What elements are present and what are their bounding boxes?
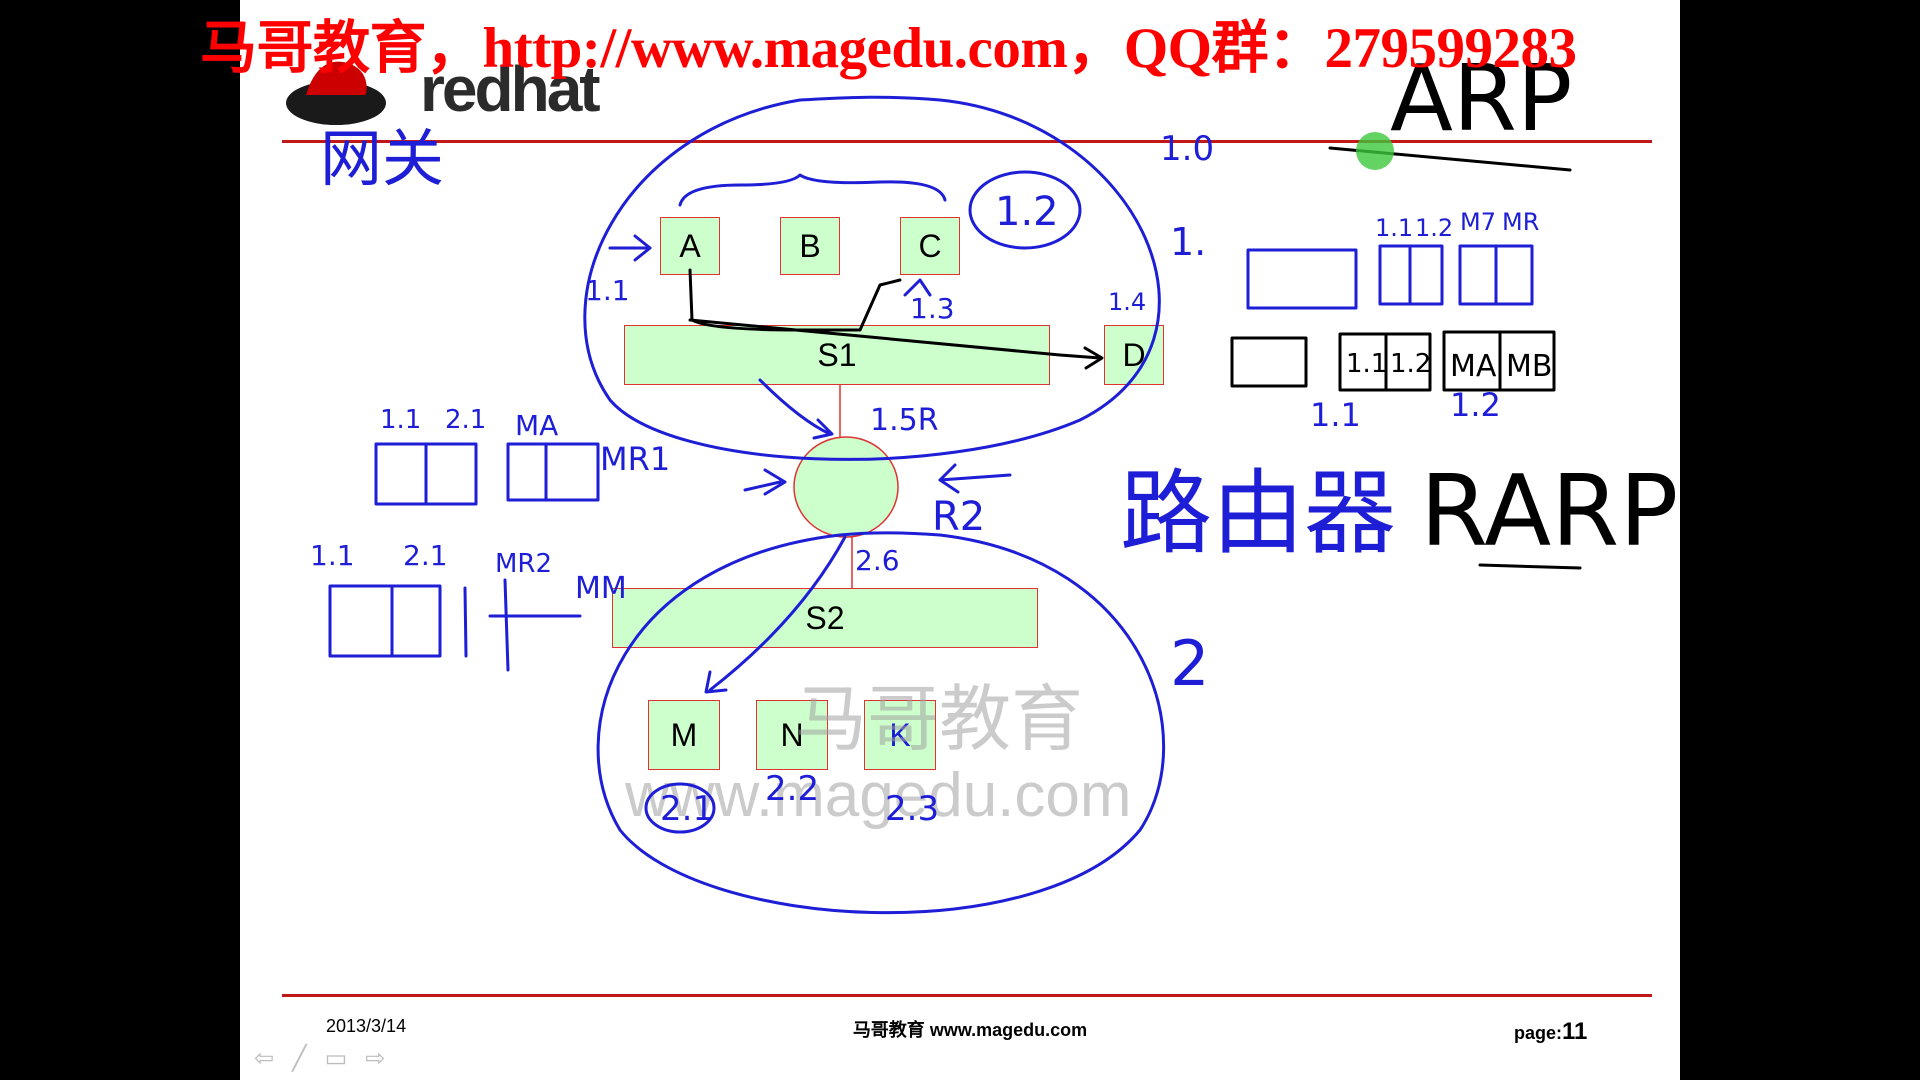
svg-text:1.1: 1.1	[310, 539, 355, 572]
svg-text:2.6: 2.6	[855, 544, 900, 577]
next-slide-icon[interactable]: ⇨	[365, 1045, 386, 1072]
node-s1: S1	[624, 325, 1050, 385]
svg-text:MB: MB	[1506, 349, 1552, 384]
laser-pointer	[1356, 132, 1394, 170]
pen-icon[interactable]: ╱	[292, 1045, 307, 1072]
svg-text:1.1: 1.1	[1375, 214, 1413, 242]
svg-text:2.1: 2.1	[445, 405, 486, 435]
svg-text:MR2: MR2	[495, 549, 552, 579]
router-label: 路由器	[1120, 460, 1396, 567]
svg-text:MR: MR	[1502, 208, 1539, 236]
slide: redhat A B C S1 D S2 M N K 马哥教育 www.mage…	[240, 0, 1680, 1080]
svg-text:MA: MA	[515, 409, 558, 442]
svg-text:1.3: 1.3	[910, 292, 955, 325]
svg-text:1.4: 1.4	[1108, 288, 1146, 316]
node-a: A	[660, 217, 720, 275]
node-d: D	[1104, 325, 1164, 385]
svg-text:1.2: 1.2	[1450, 386, 1501, 424]
top-divider	[282, 140, 1652, 143]
menu-icon[interactable]: ▭	[324, 1045, 348, 1072]
svg-text:2: 2	[1170, 627, 1209, 700]
redhat-logo-icon	[286, 61, 386, 125]
svg-text:MA: MA	[1450, 349, 1497, 384]
svg-text:1.0: 1.0	[1160, 129, 1214, 169]
prev-slide-icon[interactable]: ⇦	[254, 1045, 275, 1072]
svg-text:2.1: 2.1	[403, 539, 448, 572]
svg-text:1.2: 1.2	[995, 189, 1059, 235]
ink-annotations: 1.2 ARP RARP 路由器 网关 1.1 1.2 M7 MR	[310, 45, 1678, 915]
banner-overlay: 马哥教育，http://www.magedu.com，QQ群：279599283	[200, 17, 1577, 80]
footer-date: 2013/3/14	[326, 1016, 407, 1036]
svg-text:1.5R: 1.5R	[870, 403, 939, 438]
svg-text:1.2: 1.2	[1390, 349, 1431, 379]
bottom-divider	[282, 994, 1652, 997]
footer-center: 马哥教育 www.magedu.com	[852, 1020, 1088, 1040]
svg-text:1.: 1.	[1170, 220, 1206, 264]
page-label: page:	[1514, 1023, 1563, 1043]
svg-text:1.1: 1.1	[380, 405, 421, 435]
logo-text: redhat	[420, 53, 601, 125]
svg-text:1.1: 1.1	[1310, 396, 1361, 434]
watermark-cn: 马哥教育	[795, 677, 1084, 761]
node-c: C	[900, 217, 960, 275]
svg-text:1.1: 1.1	[585, 274, 630, 307]
slide-nav: ⇦ ╱ ▭ ⇨	[254, 1044, 385, 1073]
svg-text:MR1: MR1	[600, 440, 670, 478]
rarp-label: RARP	[1420, 455, 1678, 569]
node-s2: S2	[612, 588, 1038, 648]
router-circle	[793, 384, 899, 589]
svg-text:R2: R2	[932, 494, 985, 540]
watermark-url: www.magedu.com	[625, 761, 1132, 830]
page-number: 11	[1562, 1018, 1588, 1045]
svg-text:M7: M7	[1460, 208, 1496, 236]
svg-text:1.2: 1.2	[1415, 214, 1453, 242]
page-indicator: page:11	[1514, 1018, 1587, 1046]
node-b: B	[780, 217, 840, 275]
svg-text:1.1: 1.1	[1346, 349, 1387, 379]
